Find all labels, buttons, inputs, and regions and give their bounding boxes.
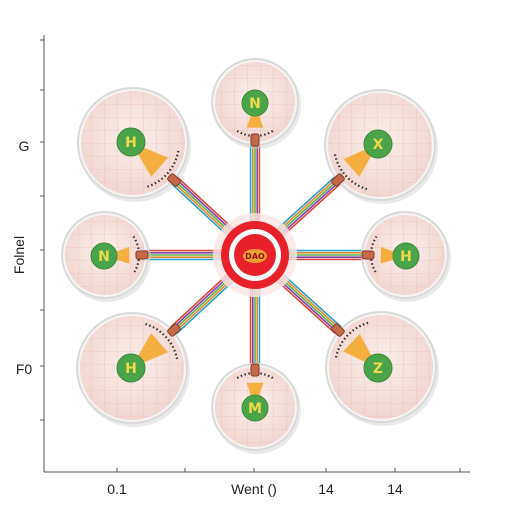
node-label: Z <box>373 361 383 377</box>
plate-n-right: H <box>361 211 451 302</box>
node-circle <box>90 242 118 270</box>
scale-arc <box>146 150 180 189</box>
node-circle <box>116 353 146 383</box>
x-axis-label-1: 0.1 <box>107 481 127 497</box>
plate-n-left: N <box>61 211 151 302</box>
y-axis-ticks <box>40 39 44 421</box>
node-label: H <box>125 361 137 377</box>
x-axis-label-3: 14 <box>318 481 334 497</box>
node-circle <box>241 394 269 422</box>
connector-clip <box>167 323 181 337</box>
connector-clip <box>250 363 260 377</box>
connector-clip <box>135 250 149 260</box>
scale-arc <box>333 153 368 191</box>
node-label: H <box>400 249 412 265</box>
scale-arc <box>334 321 370 358</box>
plate-n-bottom: M <box>211 363 301 454</box>
connector-clip <box>331 173 345 187</box>
plate-n-top: N <box>211 58 301 149</box>
node-circle <box>116 127 146 157</box>
plate-n-top-right: X <box>324 89 438 204</box>
satellite-plates: N X H Z M H N H <box>61 58 451 454</box>
y-axis-label-1: G <box>19 138 30 154</box>
node-circle <box>363 129 393 159</box>
node-circle <box>363 353 393 383</box>
x-axis-label-4: 14 <box>387 481 403 497</box>
node-label: X <box>373 137 384 153</box>
hub-label: DAO <box>245 252 265 261</box>
x-axis-ticks <box>116 468 461 472</box>
node-label: H <box>125 135 137 151</box>
plate-n-bottom-right: Z <box>325 311 439 426</box>
plate-n-top-left: H <box>77 87 191 202</box>
connector-clip <box>167 173 181 187</box>
node-label: M <box>248 401 262 417</box>
y-axis-label-3: F0 <box>16 361 33 377</box>
node-label: N <box>249 96 261 112</box>
node-circle <box>392 242 420 270</box>
connector-clip <box>331 323 345 337</box>
node-circle <box>241 89 269 117</box>
hub-badge <box>243 249 267 263</box>
x-axis-label-2: Went () <box>231 481 277 497</box>
scale-arc <box>145 322 179 361</box>
y-axis-label-2: Folnel <box>11 236 27 274</box>
connector-clip <box>361 250 375 260</box>
plate-n-bottom-left: H <box>76 312 190 427</box>
axes: G Folnel F0 0.1 Went () 14 14 <box>11 35 470 497</box>
central-hub: DAO <box>213 213 297 297</box>
connector-clip <box>250 133 260 147</box>
node-label: N <box>98 249 110 265</box>
